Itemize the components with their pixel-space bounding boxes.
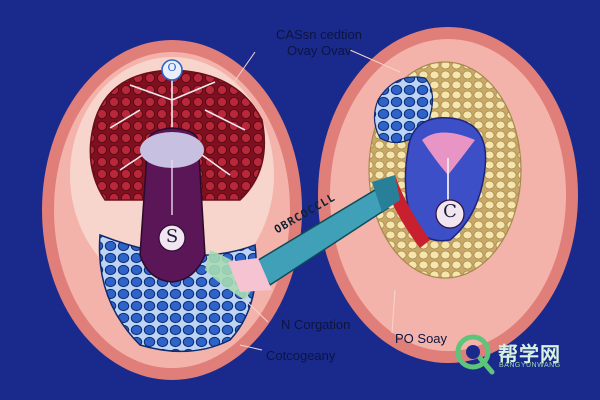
label-pos-oay: PO Soay [395,331,448,346]
connector-tube [228,175,400,292]
leader-coto [239,344,263,351]
leader-top-right [349,49,401,73]
label-top-line1: CASsn cedtion [276,27,362,42]
right-organ [318,27,578,363]
left-circle-letter: S [165,226,179,247]
label-n-corgation: N Corgation [281,317,351,332]
watermark-logo [455,334,495,375]
label-top-line2: Ovay Ovav [287,43,352,58]
right-circle-letter: C [443,201,457,222]
watermark-subtitle: BANGYUNWANG [499,362,561,369]
logo-ring [455,334,491,370]
watermark-chinese: 帮学网 [498,342,561,366]
stalk-cap [140,132,204,168]
left-circle-marker [158,224,186,252]
left-organ [42,40,302,380]
top-marker-circle [161,59,183,81]
leader-top-left [231,51,256,86]
leader-n-corg [244,299,269,323]
logo-tail [477,355,495,375]
top-marker-letter: O [167,61,177,74]
label-cotogeany: Cotcogeany [266,348,336,363]
pink-structure [422,132,475,175]
logo-center [466,345,480,359]
leader-pos [391,289,396,334]
leader-lines [231,49,401,351]
tube-tip [372,175,400,212]
vein-lines [109,72,246,176]
tube-base [228,258,272,292]
right-circle-marker [435,199,465,229]
